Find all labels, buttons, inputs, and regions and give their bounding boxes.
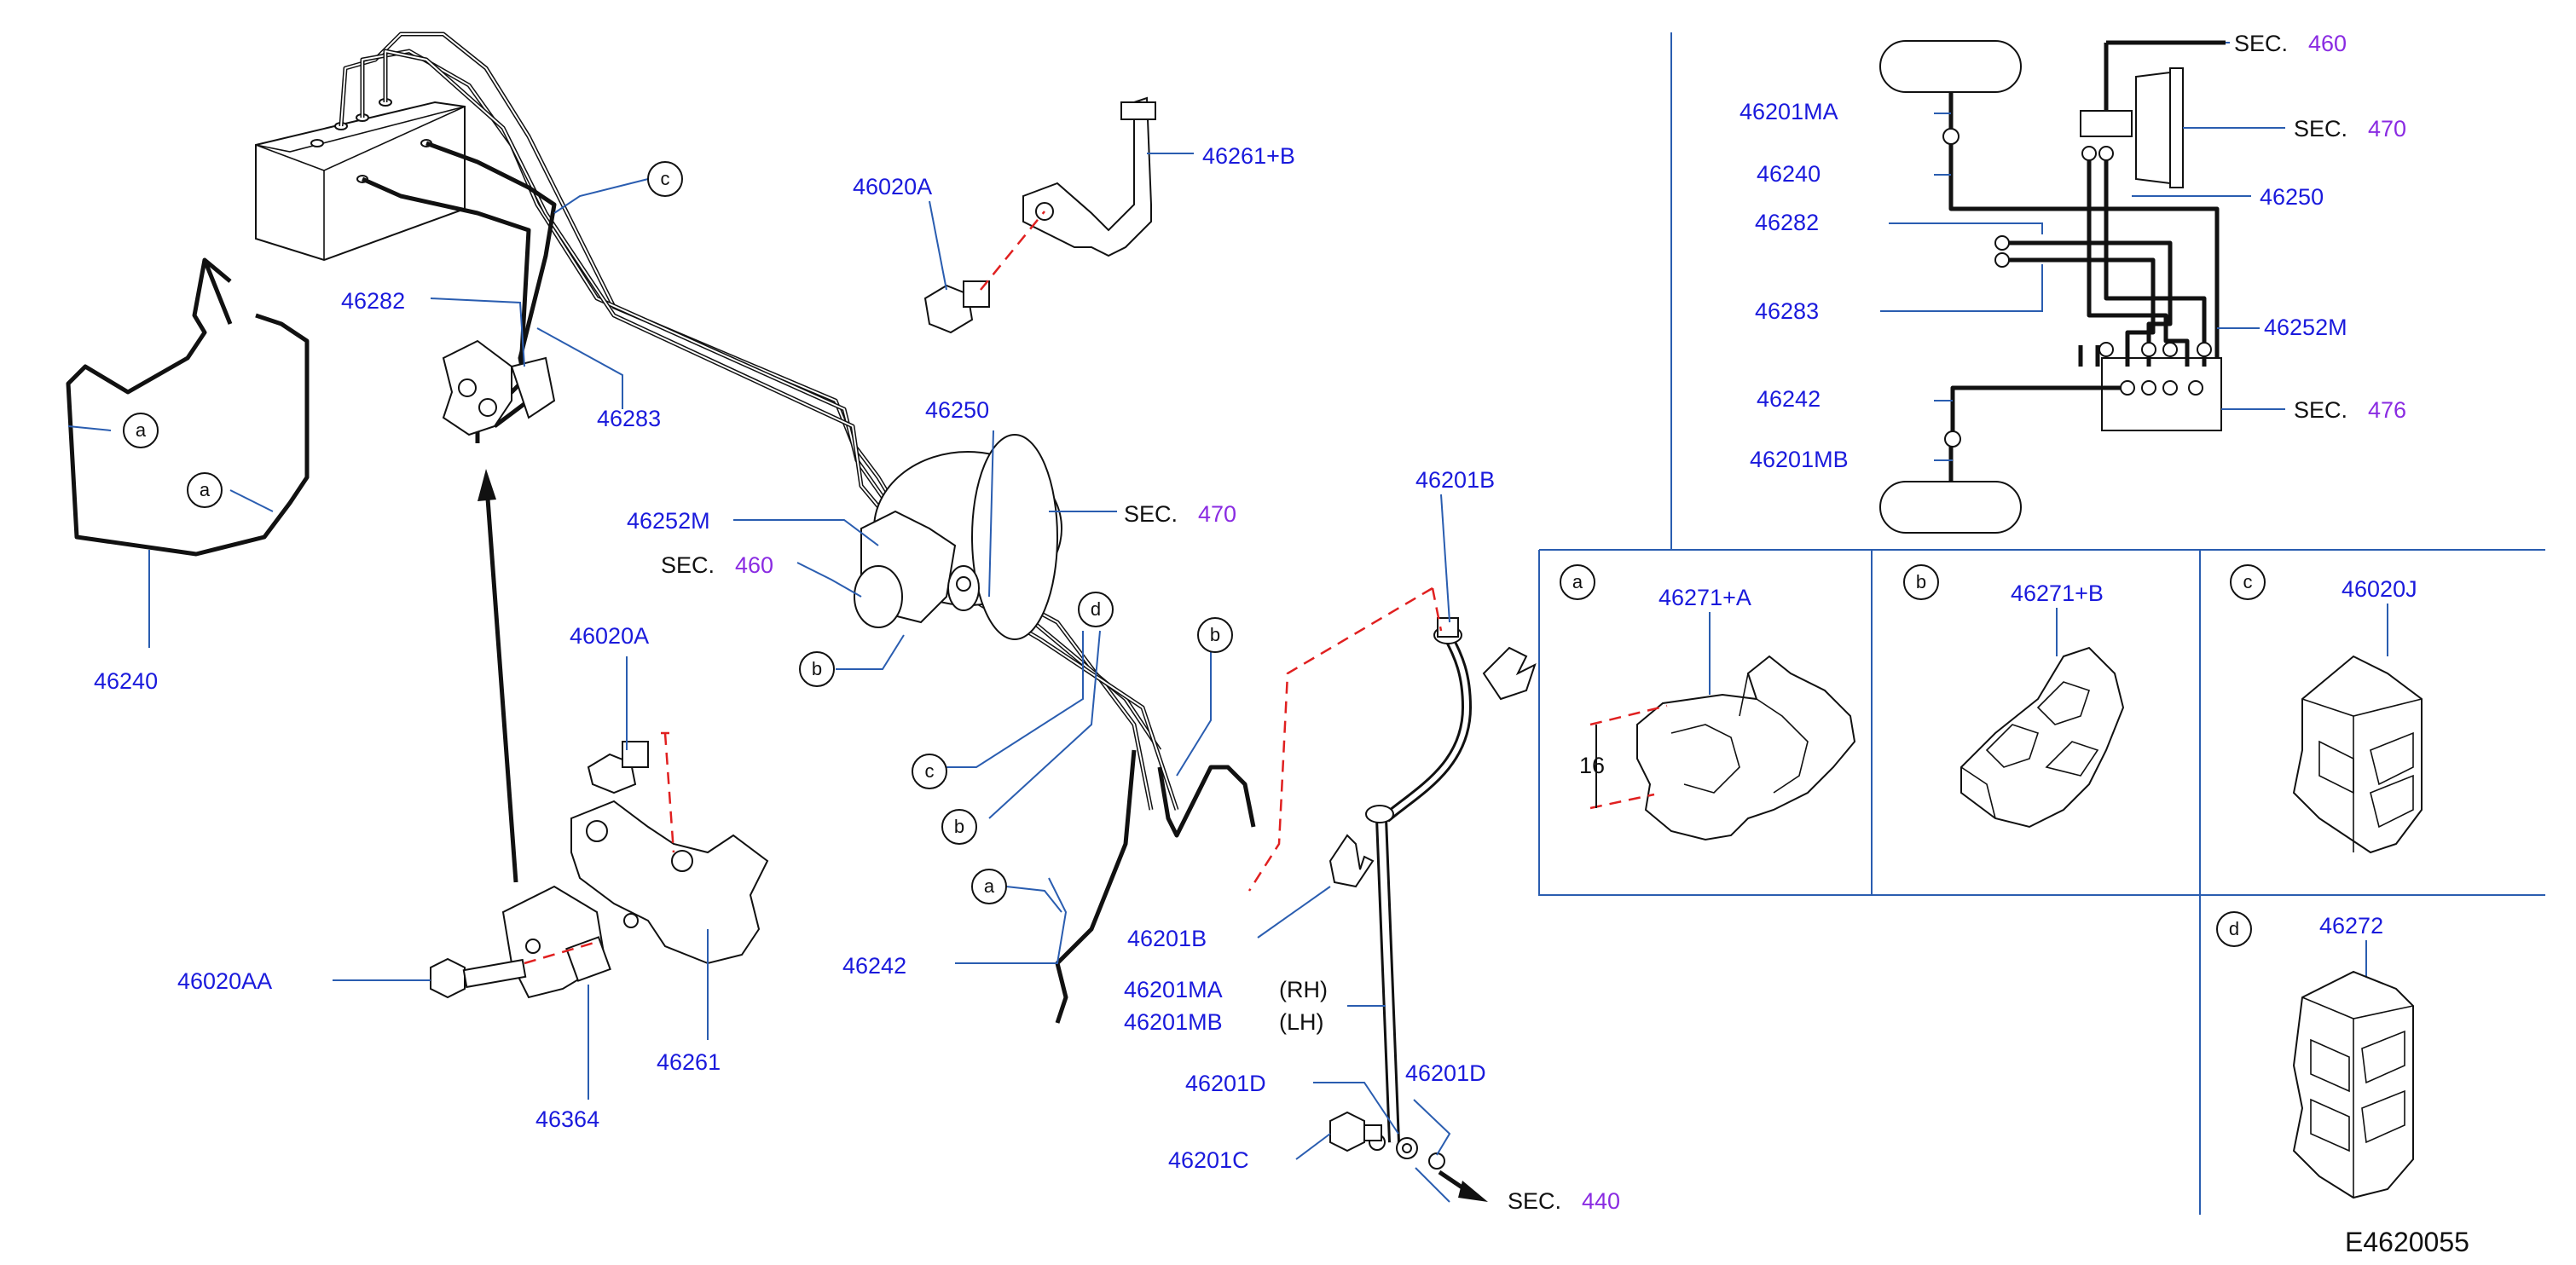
callout-b-low: b — [941, 809, 977, 845]
label-46282: 46282 — [341, 288, 405, 314]
svg-text:460: 460 — [2308, 31, 2347, 56]
detail-b: b 46271+B — [1903, 564, 2125, 829]
sch-sec-470: SEC. 470 — [2294, 116, 2406, 142]
sec440-arrow — [1438, 1170, 1488, 1202]
label-46020A-mid: 46020A — [570, 623, 649, 649]
label-lh: (LH) — [1279, 1009, 1324, 1035]
brake-hose — [1247, 586, 1473, 1170]
svg-text:460: 460 — [735, 552, 773, 578]
svg-text:SEC.: SEC. — [661, 552, 715, 578]
sch-sec-460: SEC. 460 — [2234, 31, 2347, 56]
callout-a-lower: a — [187, 472, 223, 508]
sec-470-main: SEC. 470 — [1124, 501, 1236, 527]
sch-label-46283: 46283 — [1755, 298, 1819, 324]
clamp-46364 — [501, 885, 611, 999]
label-46201MB: 46201MB — [1124, 1009, 1223, 1035]
bolt-46020AA — [430, 940, 598, 999]
abs-actuator — [255, 98, 466, 262]
svg-text:476: 476 — [2368, 397, 2406, 423]
detail-d: d 46272 — [2216, 911, 2414, 1199]
detail-a-part: 46271+A — [1658, 585, 1751, 610]
svg-text:d: d — [2229, 918, 2239, 939]
bracket-46261B — [1022, 96, 1156, 257]
bolt-46020A-top — [923, 211, 1045, 334]
leader-lines — [67, 153, 1451, 1203]
label-46283: 46283 — [597, 406, 661, 431]
label-rh: (RH) — [1279, 977, 1328, 1002]
bolt-46201C — [1329, 1111, 1382, 1152]
detail-a: a 46271+A 16 — [1560, 564, 1856, 841]
sch-label-46282: 46282 — [1755, 210, 1819, 235]
detail-b-part: 46271+B — [2011, 581, 2104, 606]
svg-text:a: a — [1572, 571, 1583, 592]
sec-460-main: SEC. 460 — [661, 552, 773, 578]
label-46364: 46364 — [535, 1106, 599, 1132]
svg-text:470: 470 — [2368, 116, 2406, 142]
sch-label-46201MB: 46201MB — [1750, 447, 1849, 472]
fender-line — [66, 257, 310, 557]
brake-tube-bundle — [339, 32, 1256, 1024]
sec-440: SEC. 440 — [1508, 1188, 1620, 1214]
sch-sec-476: SEC. 476 — [2294, 397, 2406, 423]
svg-text:c: c — [661, 168, 670, 189]
svg-text:b: b — [1916, 571, 1926, 592]
svg-text:d: d — [1091, 598, 1101, 620]
label-46201C: 46201C — [1168, 1147, 1249, 1173]
label-46240: 46240 — [94, 668, 158, 694]
assembly-arrow — [478, 469, 518, 883]
brake-booster — [854, 434, 1062, 640]
svg-text:a: a — [200, 479, 211, 500]
label-46201B-mid: 46201B — [1127, 926, 1207, 951]
label-46201D-right: 46201D — [1405, 1060, 1486, 1086]
diagram-code: E4620055 — [2345, 1227, 2469, 1257]
svg-text:SEC.: SEC. — [2294, 397, 2347, 423]
label-46261: 46261 — [657, 1049, 721, 1075]
label-46250: 46250 — [925, 397, 989, 423]
label-46201B-top: 46201B — [1415, 467, 1495, 493]
label-46261B: 46261+B — [1202, 143, 1295, 169]
bracket-46261 — [570, 800, 769, 965]
detail-d-part: 46272 — [2319, 913, 2383, 939]
label-46020A-top: 46020A — [853, 174, 932, 199]
label-46242: 46242 — [842, 953, 906, 979]
svg-text:b: b — [1210, 624, 1220, 645]
svg-text:a: a — [984, 875, 995, 897]
sch-label-46240: 46240 — [1757, 161, 1821, 187]
sch-label-46252M: 46252M — [2264, 315, 2347, 340]
callout-b-right: b — [1197, 617, 1233, 653]
sch-label-46201MA: 46201MA — [1740, 99, 1838, 124]
callout-c-mid: c — [912, 754, 947, 789]
callout-a-upper: a — [123, 413, 159, 448]
svg-text:SEC.: SEC. — [2294, 116, 2347, 142]
svg-text:b: b — [954, 816, 964, 837]
svg-text:470: 470 — [1198, 501, 1236, 527]
sch-label-46250: 46250 — [2260, 184, 2324, 210]
detail-c: c 46020J — [2230, 564, 2423, 854]
detail-c-part: 46020J — [2342, 576, 2417, 602]
svg-text:SEC.: SEC. — [1124, 501, 1178, 527]
svg-text:c: c — [2243, 571, 2253, 592]
svg-text:440: 440 — [1582, 1188, 1620, 1214]
svg-text:SEC.: SEC. — [2234, 31, 2288, 56]
svg-text:SEC.: SEC. — [1508, 1188, 1561, 1214]
detail-grid — [1538, 549, 2545, 1215]
label-46201MA: 46201MA — [1124, 977, 1223, 1002]
callout-c-top: c — [647, 161, 683, 197]
label-46252M: 46252M — [627, 508, 710, 534]
piping-schematic — [1670, 32, 2285, 550]
svg-text:c: c — [925, 760, 935, 782]
callout-a-low: a — [971, 869, 1007, 904]
hose-clip-lower — [1329, 834, 1375, 888]
label-46201D-left: 46201D — [1185, 1071, 1266, 1096]
tube-clamp-upper — [442, 339, 556, 436]
detail-a-dim: 16 — [1579, 753, 1605, 778]
hose-clip-upper — [1482, 646, 1537, 701]
svg-text:a: a — [136, 419, 147, 441]
callout-d: d — [1078, 592, 1114, 627]
label-46020AA: 46020AA — [177, 968, 272, 994]
callout-b-left: b — [799, 651, 835, 687]
svg-text:b: b — [812, 658, 822, 679]
sch-label-46242: 46242 — [1757, 386, 1821, 412]
